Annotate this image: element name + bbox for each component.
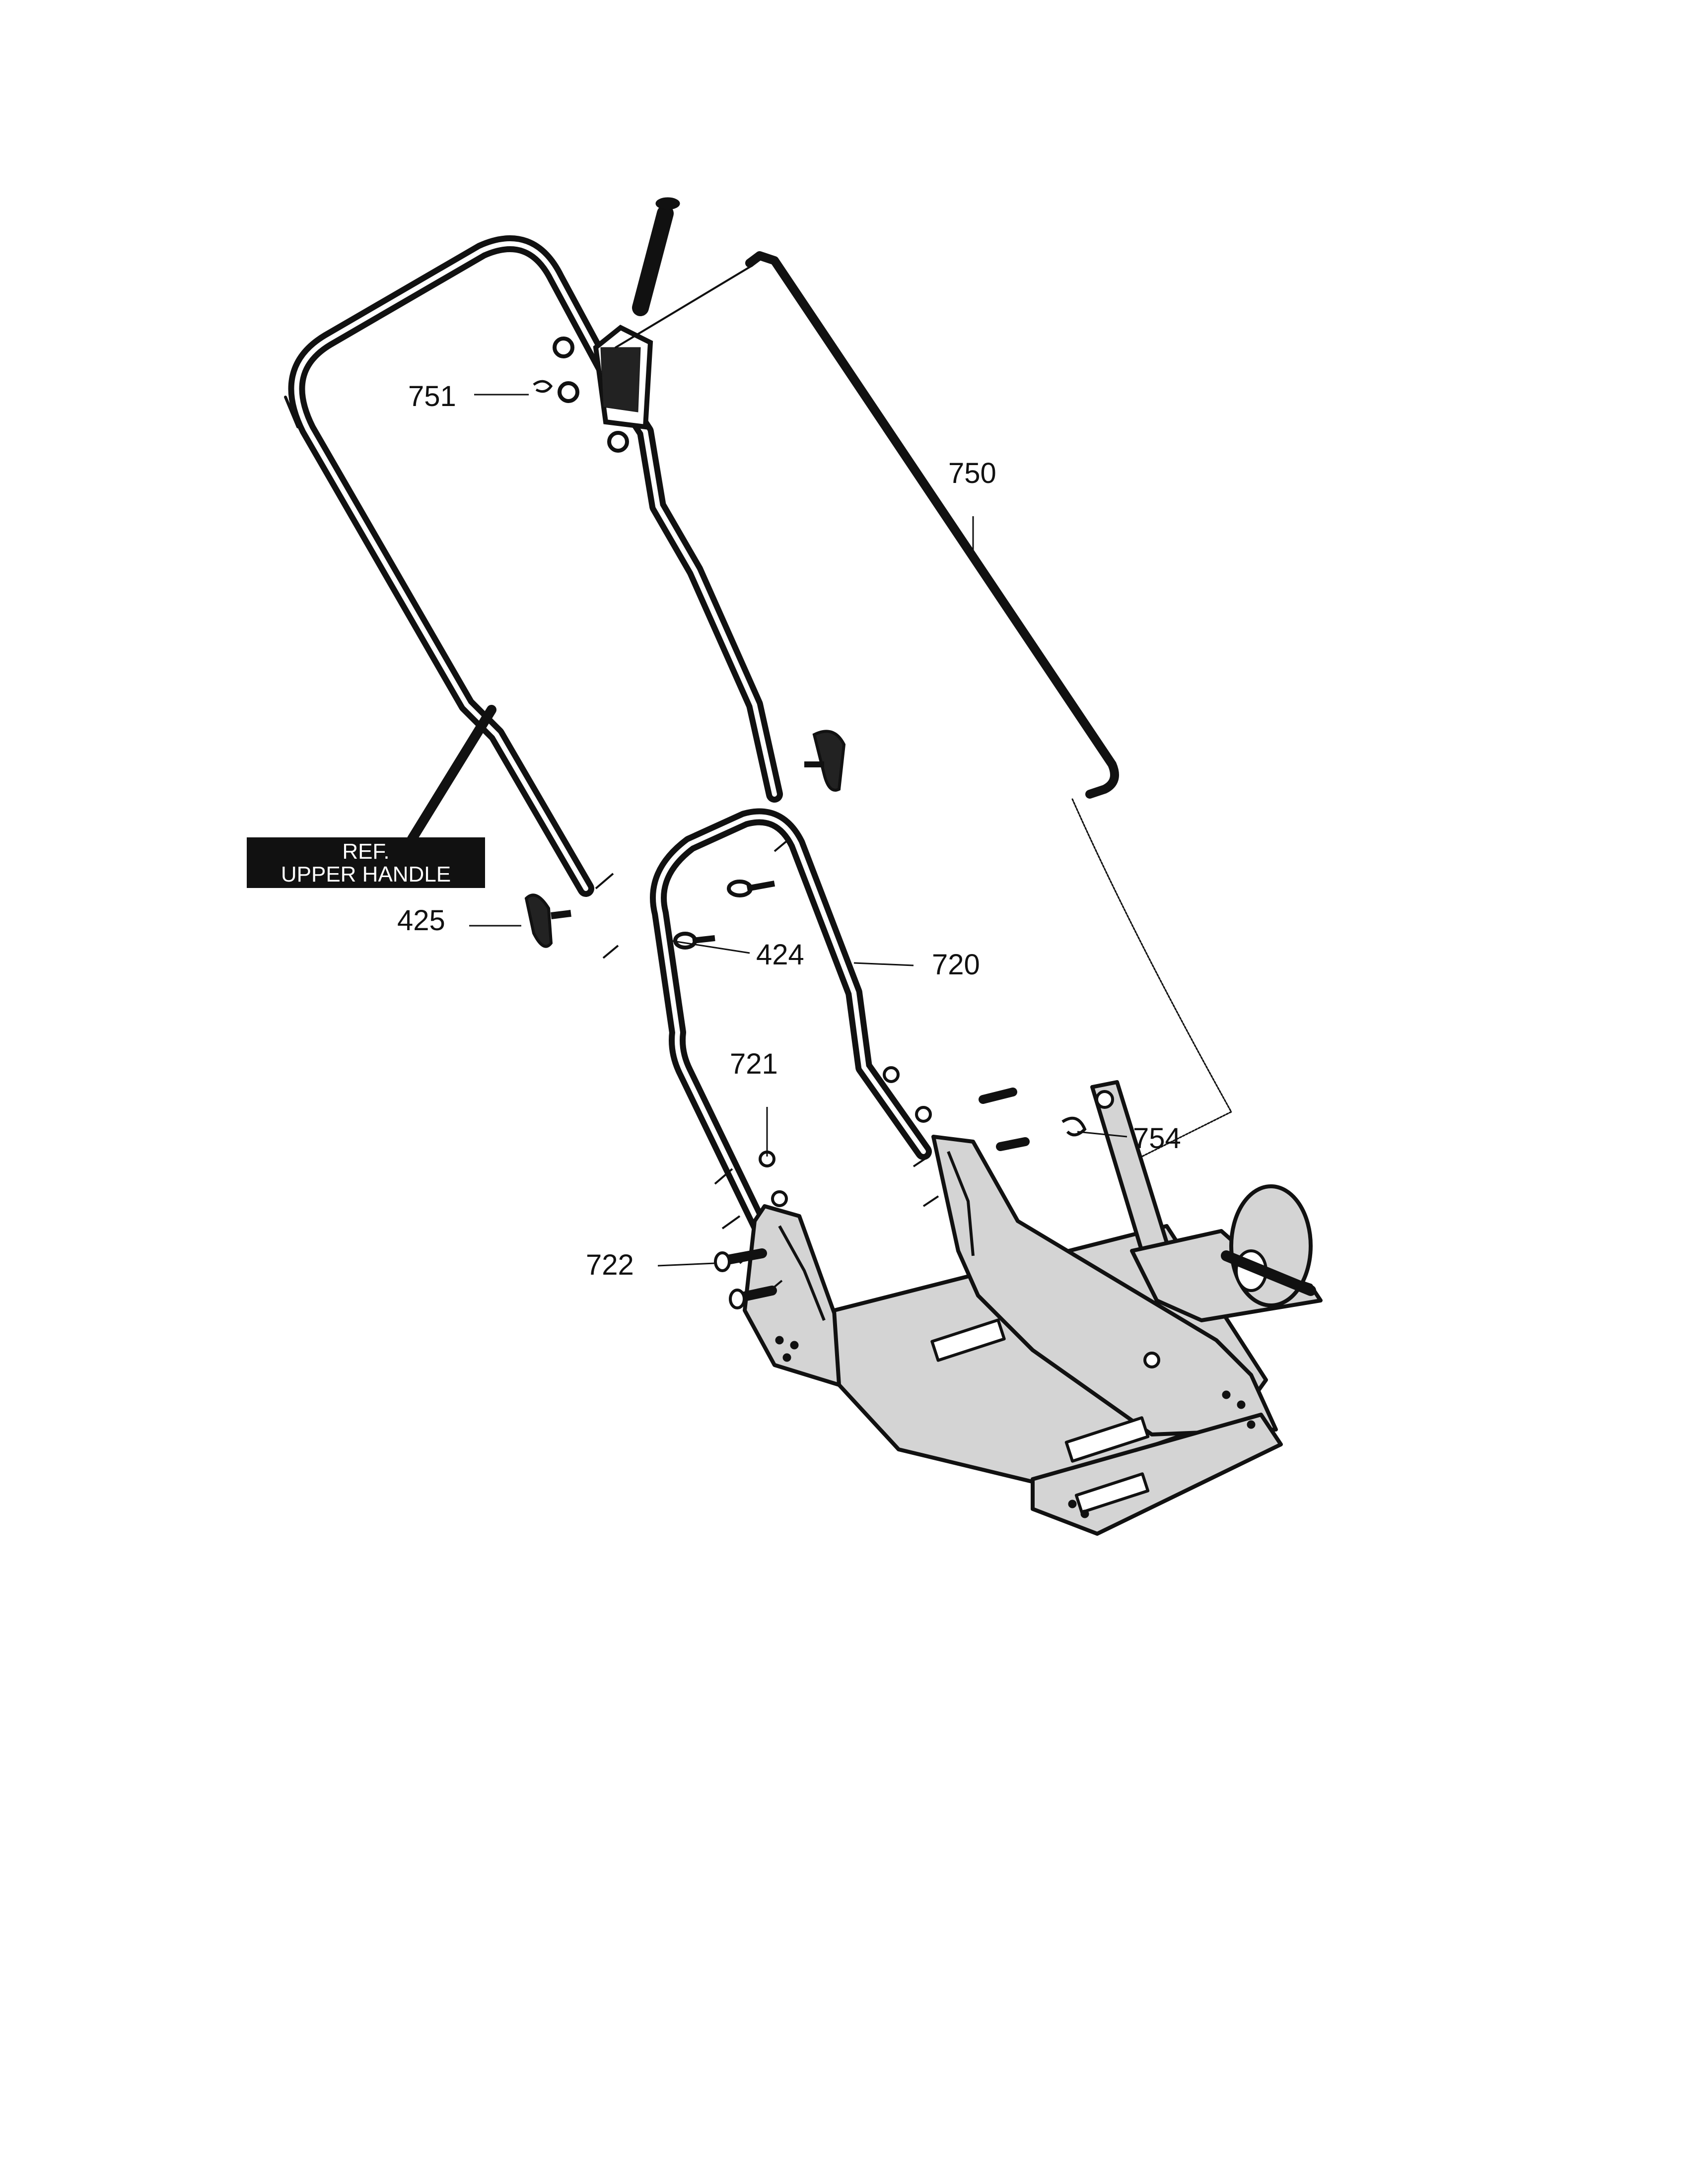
label-750: 750 bbox=[948, 457, 996, 489]
label-425: 425 bbox=[397, 904, 445, 937]
label-751: 751 bbox=[408, 380, 456, 412]
hardware bbox=[524, 730, 1087, 1309]
ref-box-line2: UPPER HANDLE bbox=[281, 862, 451, 887]
label-424: 424 bbox=[756, 939, 804, 971]
bail-rod bbox=[615, 251, 1232, 1167]
ref-box-line1: REF. bbox=[342, 839, 390, 864]
label-721: 721 bbox=[730, 1048, 778, 1080]
upper-handle bbox=[284, 235, 783, 897]
leader-lines bbox=[407, 394, 1127, 1294]
label-720: 720 bbox=[932, 949, 980, 981]
control-lever bbox=[533, 197, 680, 453]
lower-handle bbox=[650, 808, 932, 1234]
rear-linkage bbox=[1090, 1080, 1323, 1322]
ref-upper-handle-box: REF. UPPER HANDLE bbox=[247, 837, 485, 888]
frame-deck bbox=[743, 1135, 1283, 1536]
label-754: 754 bbox=[1133, 1122, 1181, 1155]
label-722: 722 bbox=[586, 1249, 634, 1281]
